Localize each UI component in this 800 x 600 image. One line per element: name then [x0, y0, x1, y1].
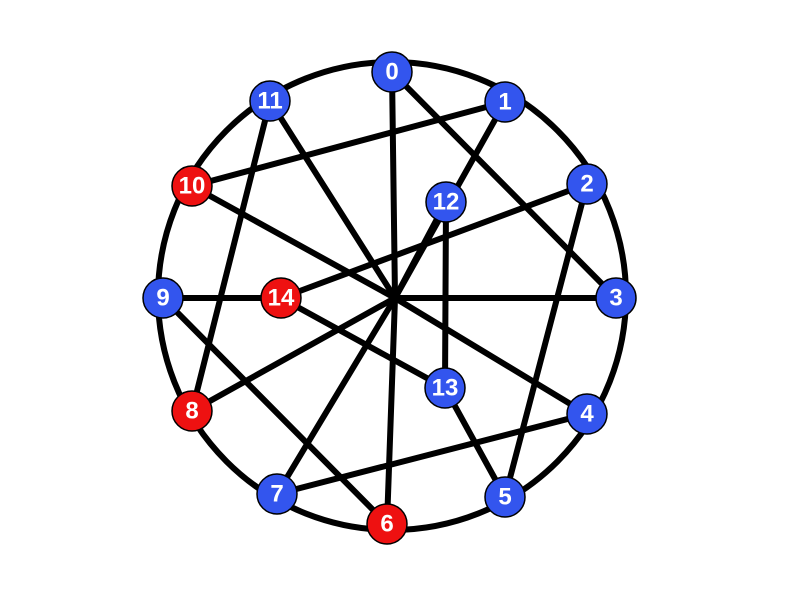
- node-0: 0: [371, 51, 413, 93]
- node-label-9: 9: [156, 284, 169, 311]
- edge-11-C: [267, 98, 398, 301]
- edge-2-5: [502, 181, 590, 500]
- node-13: 13: [424, 367, 466, 409]
- node-label-13: 13: [432, 374, 459, 401]
- node-label-7: 7: [270, 480, 283, 507]
- node-6: 6: [366, 503, 408, 545]
- node-circle-13: [424, 367, 466, 409]
- node-label-10: 10: [179, 172, 206, 199]
- node-label-4: 4: [580, 400, 594, 427]
- edges-layer: [160, 69, 619, 527]
- node-label-3: 3: [609, 284, 622, 311]
- edge-6-C: [384, 295, 398, 527]
- node-circle-1: [484, 81, 526, 123]
- node-1: 1: [484, 81, 526, 123]
- node-circle-7: [256, 473, 298, 515]
- node-label-0: 0: [385, 58, 398, 85]
- edge-12-13: [442, 199, 449, 391]
- node-label-12: 12: [433, 188, 460, 215]
- edge-2-14: [278, 181, 590, 301]
- edge-4-7: [274, 411, 590, 497]
- edge-8-11: [189, 98, 273, 414]
- edge-4-C: [392, 295, 590, 417]
- node-circle-14: [260, 277, 302, 319]
- node-circle-3: [595, 277, 637, 319]
- node-5: 5: [484, 476, 526, 518]
- edge-10-C: [189, 183, 398, 301]
- node-circle-5: [484, 476, 526, 518]
- edge-1-10: [189, 99, 508, 189]
- node-circle-2: [566, 163, 608, 205]
- node-circle-11: [249, 80, 291, 122]
- edge-7-C: [274, 295, 398, 497]
- node-circle-12: [425, 181, 467, 223]
- edge-0-C: [389, 69, 398, 301]
- edge-8-C: [189, 295, 398, 414]
- node-label-14: 14: [268, 284, 295, 311]
- node-label-6: 6: [380, 510, 393, 537]
- node-12: 12: [425, 181, 467, 223]
- node-label-1: 1: [498, 88, 511, 115]
- node-label-8: 8: [185, 397, 198, 424]
- node-label-11: 11: [257, 87, 282, 114]
- node-label-5: 5: [498, 483, 511, 510]
- node-11: 11: [249, 80, 291, 122]
- node-circle-9: [142, 277, 184, 319]
- edge-0-3: [389, 69, 619, 301]
- node-9: 9: [142, 277, 184, 319]
- node-3: 3: [595, 277, 637, 319]
- node-8: 8: [171, 390, 213, 432]
- node-7: 7: [256, 473, 298, 515]
- node-14: 14: [260, 277, 302, 319]
- node-4: 4: [566, 393, 608, 435]
- node-circle-6: [366, 503, 408, 545]
- node-circle-4: [566, 393, 608, 435]
- node-circle-8: [171, 390, 213, 432]
- node-10: 10: [171, 165, 213, 207]
- node-circle-0: [371, 51, 413, 93]
- node-2: 2: [566, 163, 608, 205]
- edge-13-14: [278, 295, 448, 391]
- node-circle-10: [171, 165, 213, 207]
- node-label-2: 2: [580, 170, 593, 197]
- edge-6-9: [160, 295, 390, 527]
